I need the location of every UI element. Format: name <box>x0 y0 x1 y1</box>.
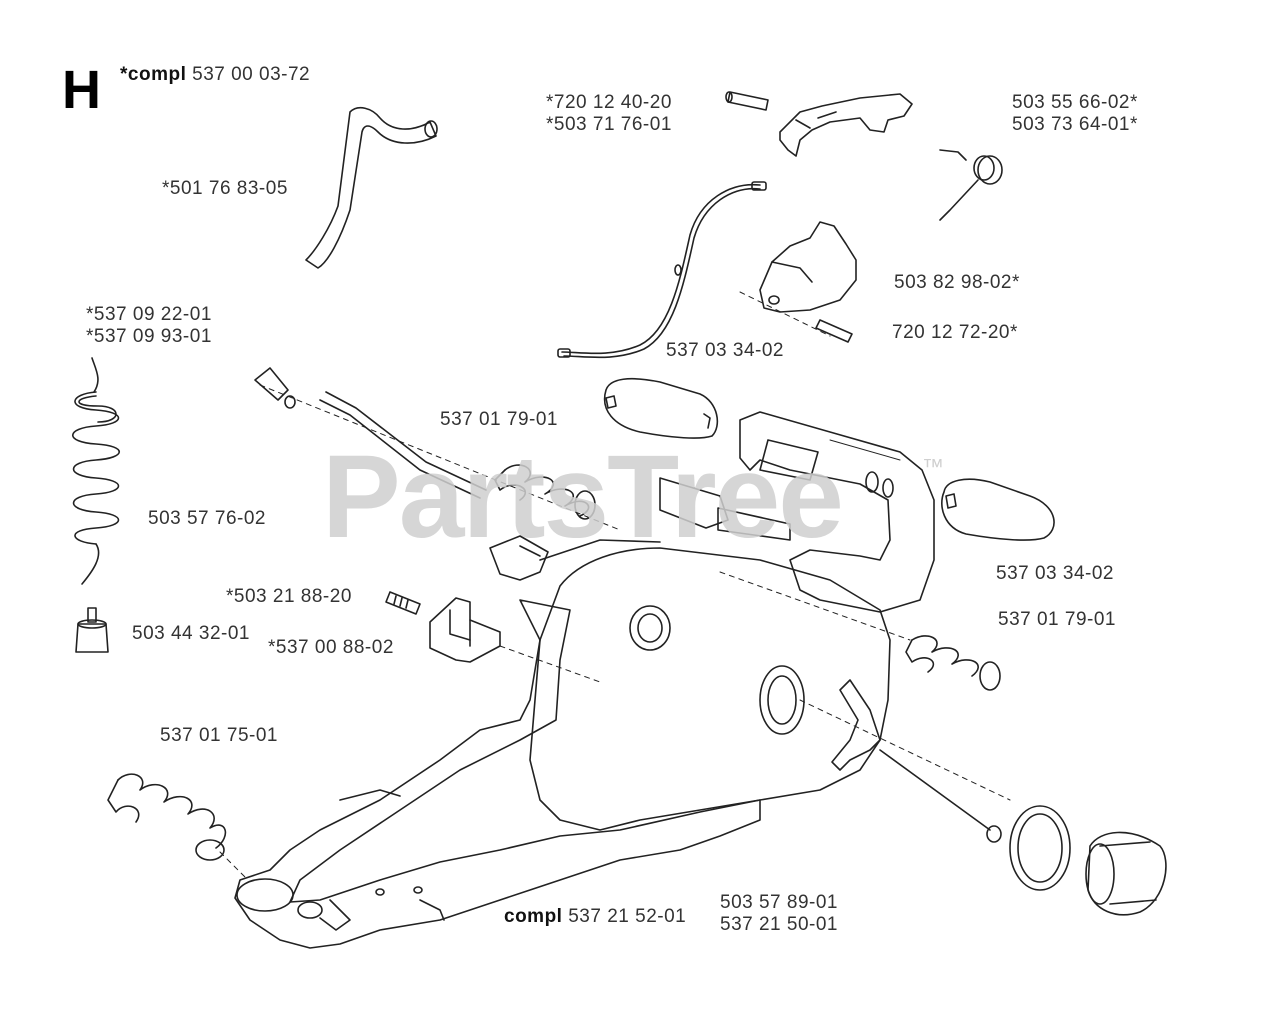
trigger-spring <box>939 149 1003 221</box>
fuel-hose <box>305 106 438 269</box>
label-compl-bottom-prefix: compl <box>504 906 563 927</box>
fuel-filter <box>75 607 109 653</box>
label-503-44-32-01: 503 44 32-01 <box>132 623 250 644</box>
label-503-71-76-01: *503 71 76-01 <box>546 114 672 135</box>
label-537-03-34-02-lower: 537 03 34-02 <box>996 563 1114 584</box>
label-503-55-66-02: 503 55 66-02* <box>1012 92 1138 113</box>
label-537-01-79-01-lower: 537 01 79-01 <box>998 609 1116 630</box>
section-letter: H <box>62 60 101 120</box>
oil-cap <box>1085 831 1167 916</box>
label-720-12-40-20: *720 12 40-20 <box>546 92 672 113</box>
trademark-symbol: ™ <box>922 454 944 479</box>
adjust-screw <box>385 591 421 615</box>
label-503-57-89-01: 503 57 89-01 <box>720 892 838 913</box>
trigger-lever <box>779 93 913 157</box>
throttle-cable <box>557 181 767 359</box>
label-compl-bottom: compl 537 21 52-01 <box>504 906 686 928</box>
label-503-57-76-02: 503 57 76-02 <box>148 508 266 529</box>
throttle-lockout <box>739 221 857 337</box>
label-537-01-79-01-upper: 537 01 79-01 <box>440 409 558 430</box>
oil-cap-seal <box>1009 805 1071 891</box>
watermark-text: PartsTree <box>322 431 844 563</box>
spiral-fuel-line <box>72 357 120 585</box>
label-compl-bottom-number: 537 21 52-01 <box>568 906 687 927</box>
trigger-pin <box>725 91 769 111</box>
label-compl-top: *compl 537 00 03-72 <box>120 64 310 86</box>
label-537-01-75-01: 537 01 75-01 <box>160 725 278 746</box>
label-537-03-34-02-upper: 537 03 34-02 <box>666 340 784 361</box>
label-537-09-93-01: *537 09 93-01 <box>86 326 212 347</box>
label-537-09-22-01: *537 09 22-01 <box>86 304 212 325</box>
av-spring-lower <box>107 773 249 881</box>
watermark-brand: PartsTree <box>322 431 844 563</box>
handle-base-plate <box>234 599 761 949</box>
label-503-73-64-01: 503 73 64-01* <box>1012 114 1138 135</box>
label-537-21-50-01: 537 21 50-01 <box>720 914 838 935</box>
oil-cap-strap <box>799 679 1011 843</box>
label-503-82-98-02: 503 82 98-02* <box>894 272 1020 293</box>
choke-rod <box>254 367 621 531</box>
handle-bracket <box>429 597 601 683</box>
rear-handle-body <box>489 411 935 831</box>
handle-cover-right <box>941 478 1055 541</box>
av-spring-upper <box>494 464 596 520</box>
lockout-pin <box>815 319 853 343</box>
label-501-76-83-05: *501 76 83-05 <box>162 178 288 199</box>
label-compl-top-prefix: *compl <box>120 64 187 85</box>
handle-cover-upper <box>603 377 719 439</box>
label-compl-top-number: 537 00 03-72 <box>192 64 311 85</box>
label-537-00-88-02: *537 00 88-02 <box>268 637 394 658</box>
av-spring-right <box>719 571 1001 691</box>
label-720-12-72-20: 720 12 72-20* <box>892 322 1018 343</box>
label-503-21-88-20: *503 21 88-20 <box>226 586 352 607</box>
